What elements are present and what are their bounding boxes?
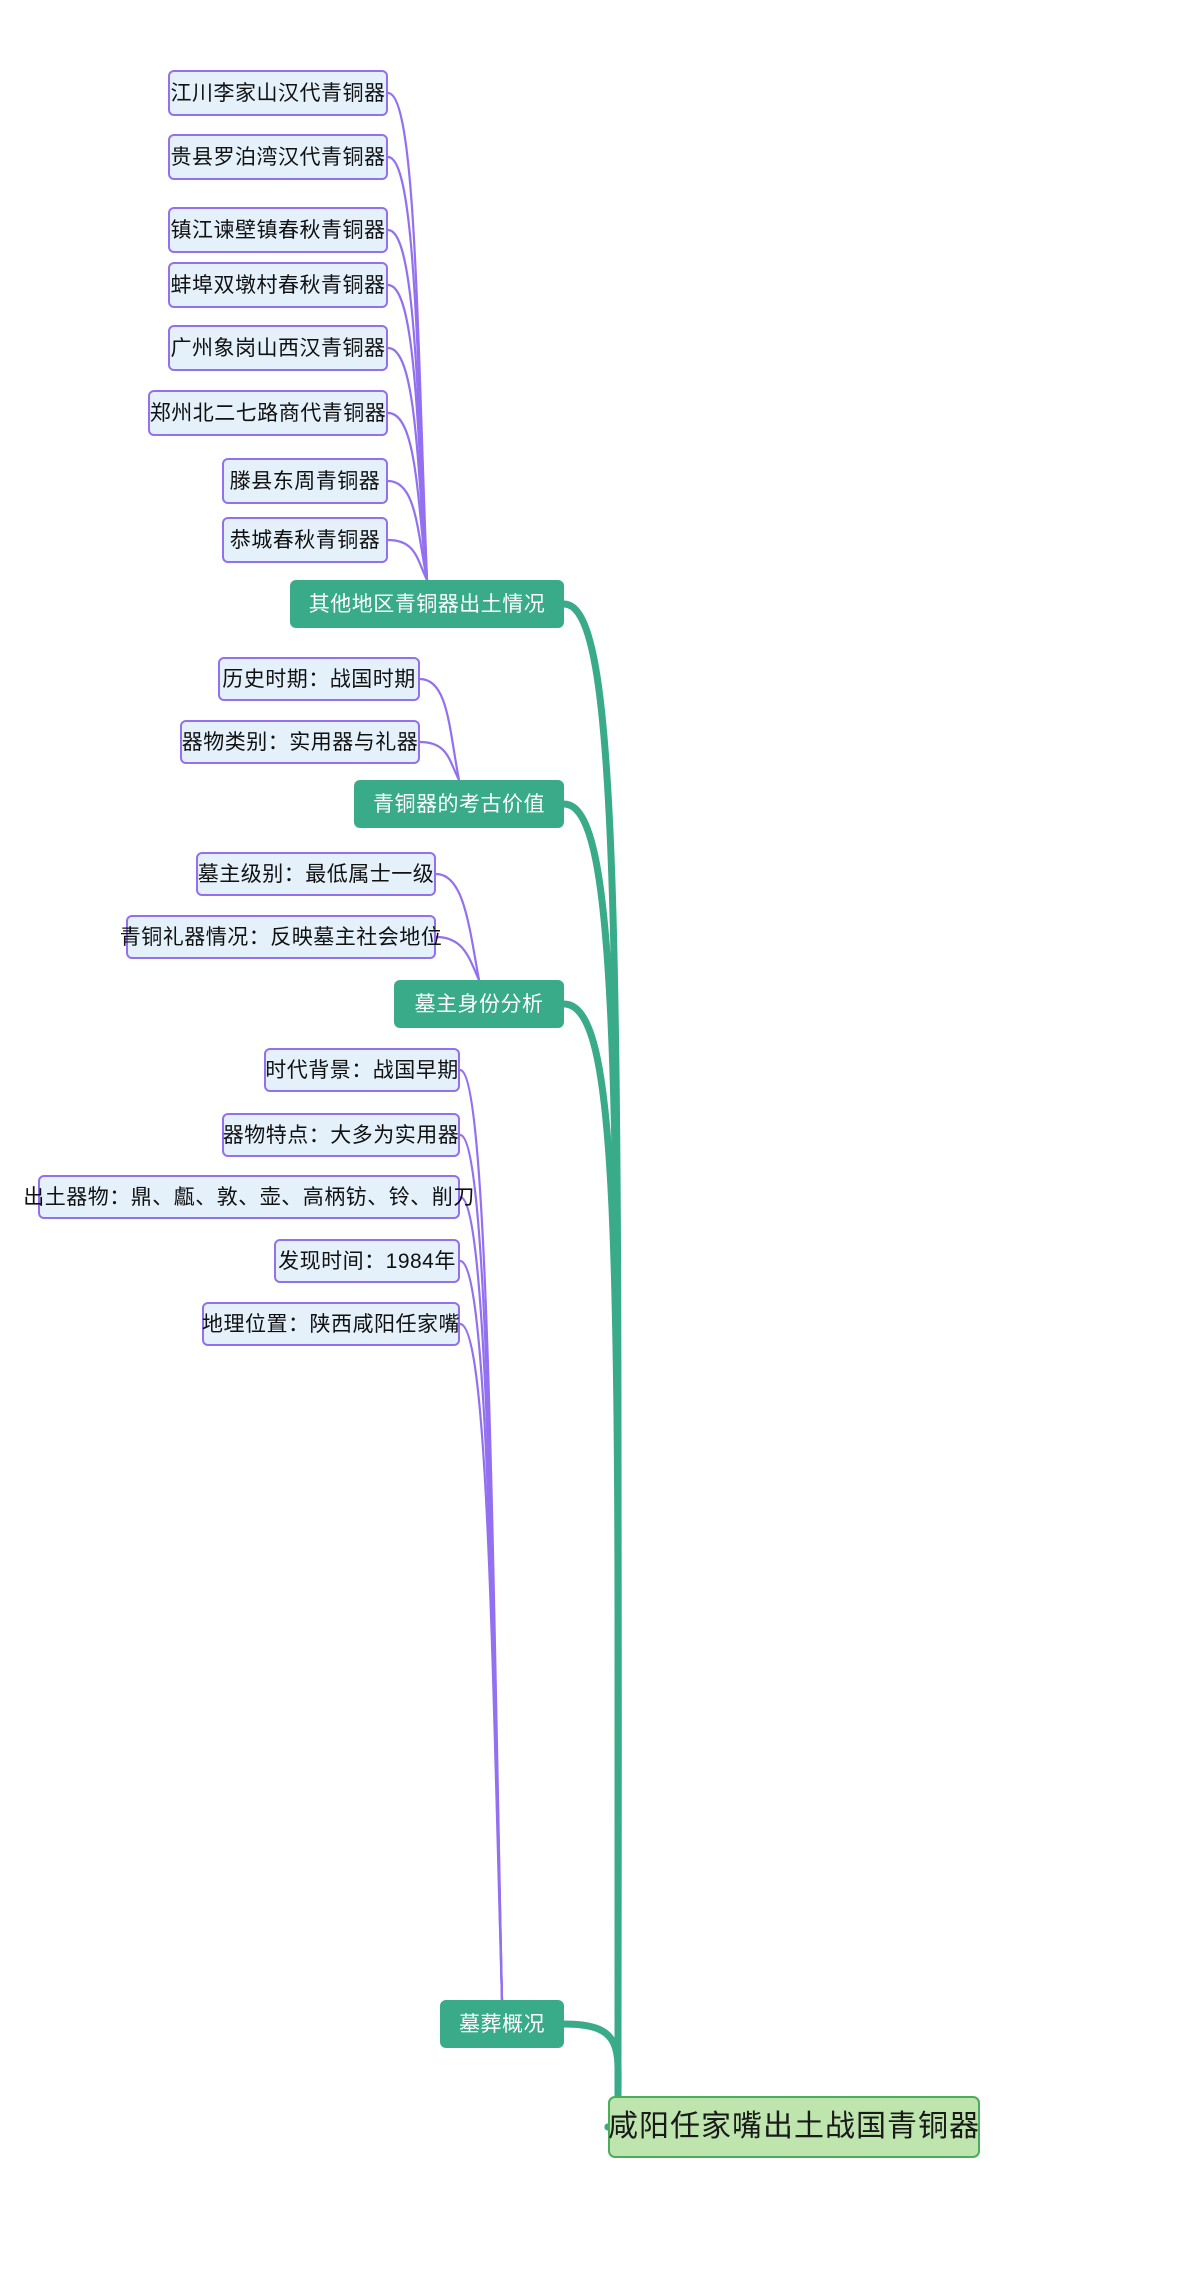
leaf-node-3-1-label: 器物特点：大多为实用器: [222, 1123, 460, 1147]
connector: [418, 677, 461, 782]
connector: [434, 872, 481, 982]
leaf-node-2-0[interactable]: 墓主级别：最低属士一级: [196, 852, 436, 896]
leaf-node-0-4-label: 广州象岗山西汉青铜器: [170, 336, 386, 360]
leaf-node-0-4[interactable]: 广州象岗山西汉青铜器: [168, 325, 388, 371]
leaf-node-3-1[interactable]: 器物特点：大多为实用器: [222, 1113, 460, 1157]
connector: [386, 346, 429, 582]
connector-branch-to-root: [560, 1000, 622, 2131]
leaf-node-1-1-label: 器物类别：实用器与礼器: [181, 730, 419, 754]
connector: [434, 935, 481, 982]
leaf-node-3-4-label: 地理位置：陕西咸阳任家嘴: [202, 1312, 460, 1336]
connector: [386, 479, 429, 582]
leaf-node-3-0-label: 时代背景：战国早期: [265, 1058, 459, 1082]
leaf-node-0-5[interactable]: 郑州北二七路商代青铜器: [148, 390, 388, 436]
root-node[interactable]: 咸阳任家嘴出土战国青铜器: [608, 2096, 980, 2158]
connector: [458, 1068, 504, 2002]
leaf-node-0-5-label: 郑州北二七路商代青铜器: [149, 401, 387, 425]
branch-node-3[interactable]: 墓葬概况: [440, 2000, 564, 2048]
leaf-node-0-0-label: 江川李家山汉代青铜器: [170, 81, 386, 105]
branch-node-0[interactable]: 其他地区青铜器出土情况: [290, 580, 564, 628]
leaf-node-0-3[interactable]: 蚌埠双墩村春秋青铜器: [168, 262, 388, 308]
branch-node-1[interactable]: 青铜器的考古价值: [354, 780, 564, 828]
leaf-node-3-0[interactable]: 时代背景：战国早期: [264, 1048, 460, 1092]
leaf-node-3-3-label: 发现时间：1984年: [278, 1249, 456, 1273]
leaf-node-0-3-label: 蚌埠双墩村春秋青铜器: [170, 273, 386, 297]
connector: [458, 1259, 504, 2002]
leaf-node-1-0[interactable]: 历史时期：战国时期: [218, 657, 420, 701]
branch-node-2[interactable]: 墓主身份分析: [394, 980, 564, 1028]
connector: [386, 538, 429, 582]
leaf-node-0-2[interactable]: 镇江谏壁镇春秋青铜器: [168, 207, 388, 253]
connector: [386, 411, 429, 582]
leaf-node-2-1-label: 青铜礼器情况：反映墓主社会地位: [119, 925, 443, 949]
leaf-node-0-7[interactable]: 恭城春秋青铜器: [222, 517, 388, 563]
leaf-node-0-1-label: 贵县罗泊湾汉代青铜器: [170, 145, 386, 169]
leaf-node-3-4[interactable]: 地理位置：陕西咸阳任家嘴: [202, 1302, 460, 1346]
leaf-node-0-6[interactable]: 滕县东周青铜器: [222, 458, 388, 504]
connector: [386, 155, 429, 582]
leaf-node-3-2[interactable]: 出土器物：鼎、甗、敦、壶、高柄钫、铃、削刀: [23, 1175, 474, 1219]
leaf-node-0-7-label: 恭城春秋青铜器: [229, 528, 381, 552]
branch-node-1-label: 青铜器的考古价值: [373, 792, 545, 816]
connector: [458, 1195, 504, 2002]
leaf-node-1-1[interactable]: 器物类别：实用器与礼器: [180, 720, 420, 764]
connector: [386, 91, 429, 582]
branch-node-3-label: 墓葬概况: [459, 2012, 545, 2036]
connector: [386, 283, 429, 582]
connector-branch-to-root: [560, 600, 622, 2131]
root-node-label: 咸阳任家嘴出土战国青铜器: [608, 2110, 980, 2143]
branch-node-2-label: 墓主身份分析: [414, 992, 544, 1016]
leaf-node-0-2-label: 镇江谏壁镇春秋青铜器: [170, 218, 386, 242]
leaf-node-0-1[interactable]: 贵县罗泊湾汉代青铜器: [168, 134, 388, 180]
connector-branch-to-root: [560, 800, 622, 2131]
leaf-node-0-6-label: 滕县东周青铜器: [229, 469, 381, 493]
leaf-node-1-0-label: 历史时期：战国时期: [222, 667, 416, 691]
leaf-node-2-1[interactable]: 青铜礼器情况：反映墓主社会地位: [120, 915, 442, 959]
leaf-node-2-0-label: 墓主级别：最低属士一级: [197, 862, 435, 886]
leaf-node-0-0[interactable]: 江川李家山汉代青铜器: [168, 70, 388, 116]
leaf-node-3-3[interactable]: 发现时间：1984年: [274, 1239, 460, 1283]
connector: [458, 1133, 504, 2002]
connector: [386, 228, 429, 582]
connector: [458, 1322, 504, 2002]
leaf-node-3-2-label: 出土器物：鼎、甗、敦、壶、高柄钫、铃、削刀: [23, 1185, 475, 1209]
connector: [418, 740, 461, 782]
branch-node-0-label: 其他地区青铜器出土情况: [308, 592, 546, 616]
